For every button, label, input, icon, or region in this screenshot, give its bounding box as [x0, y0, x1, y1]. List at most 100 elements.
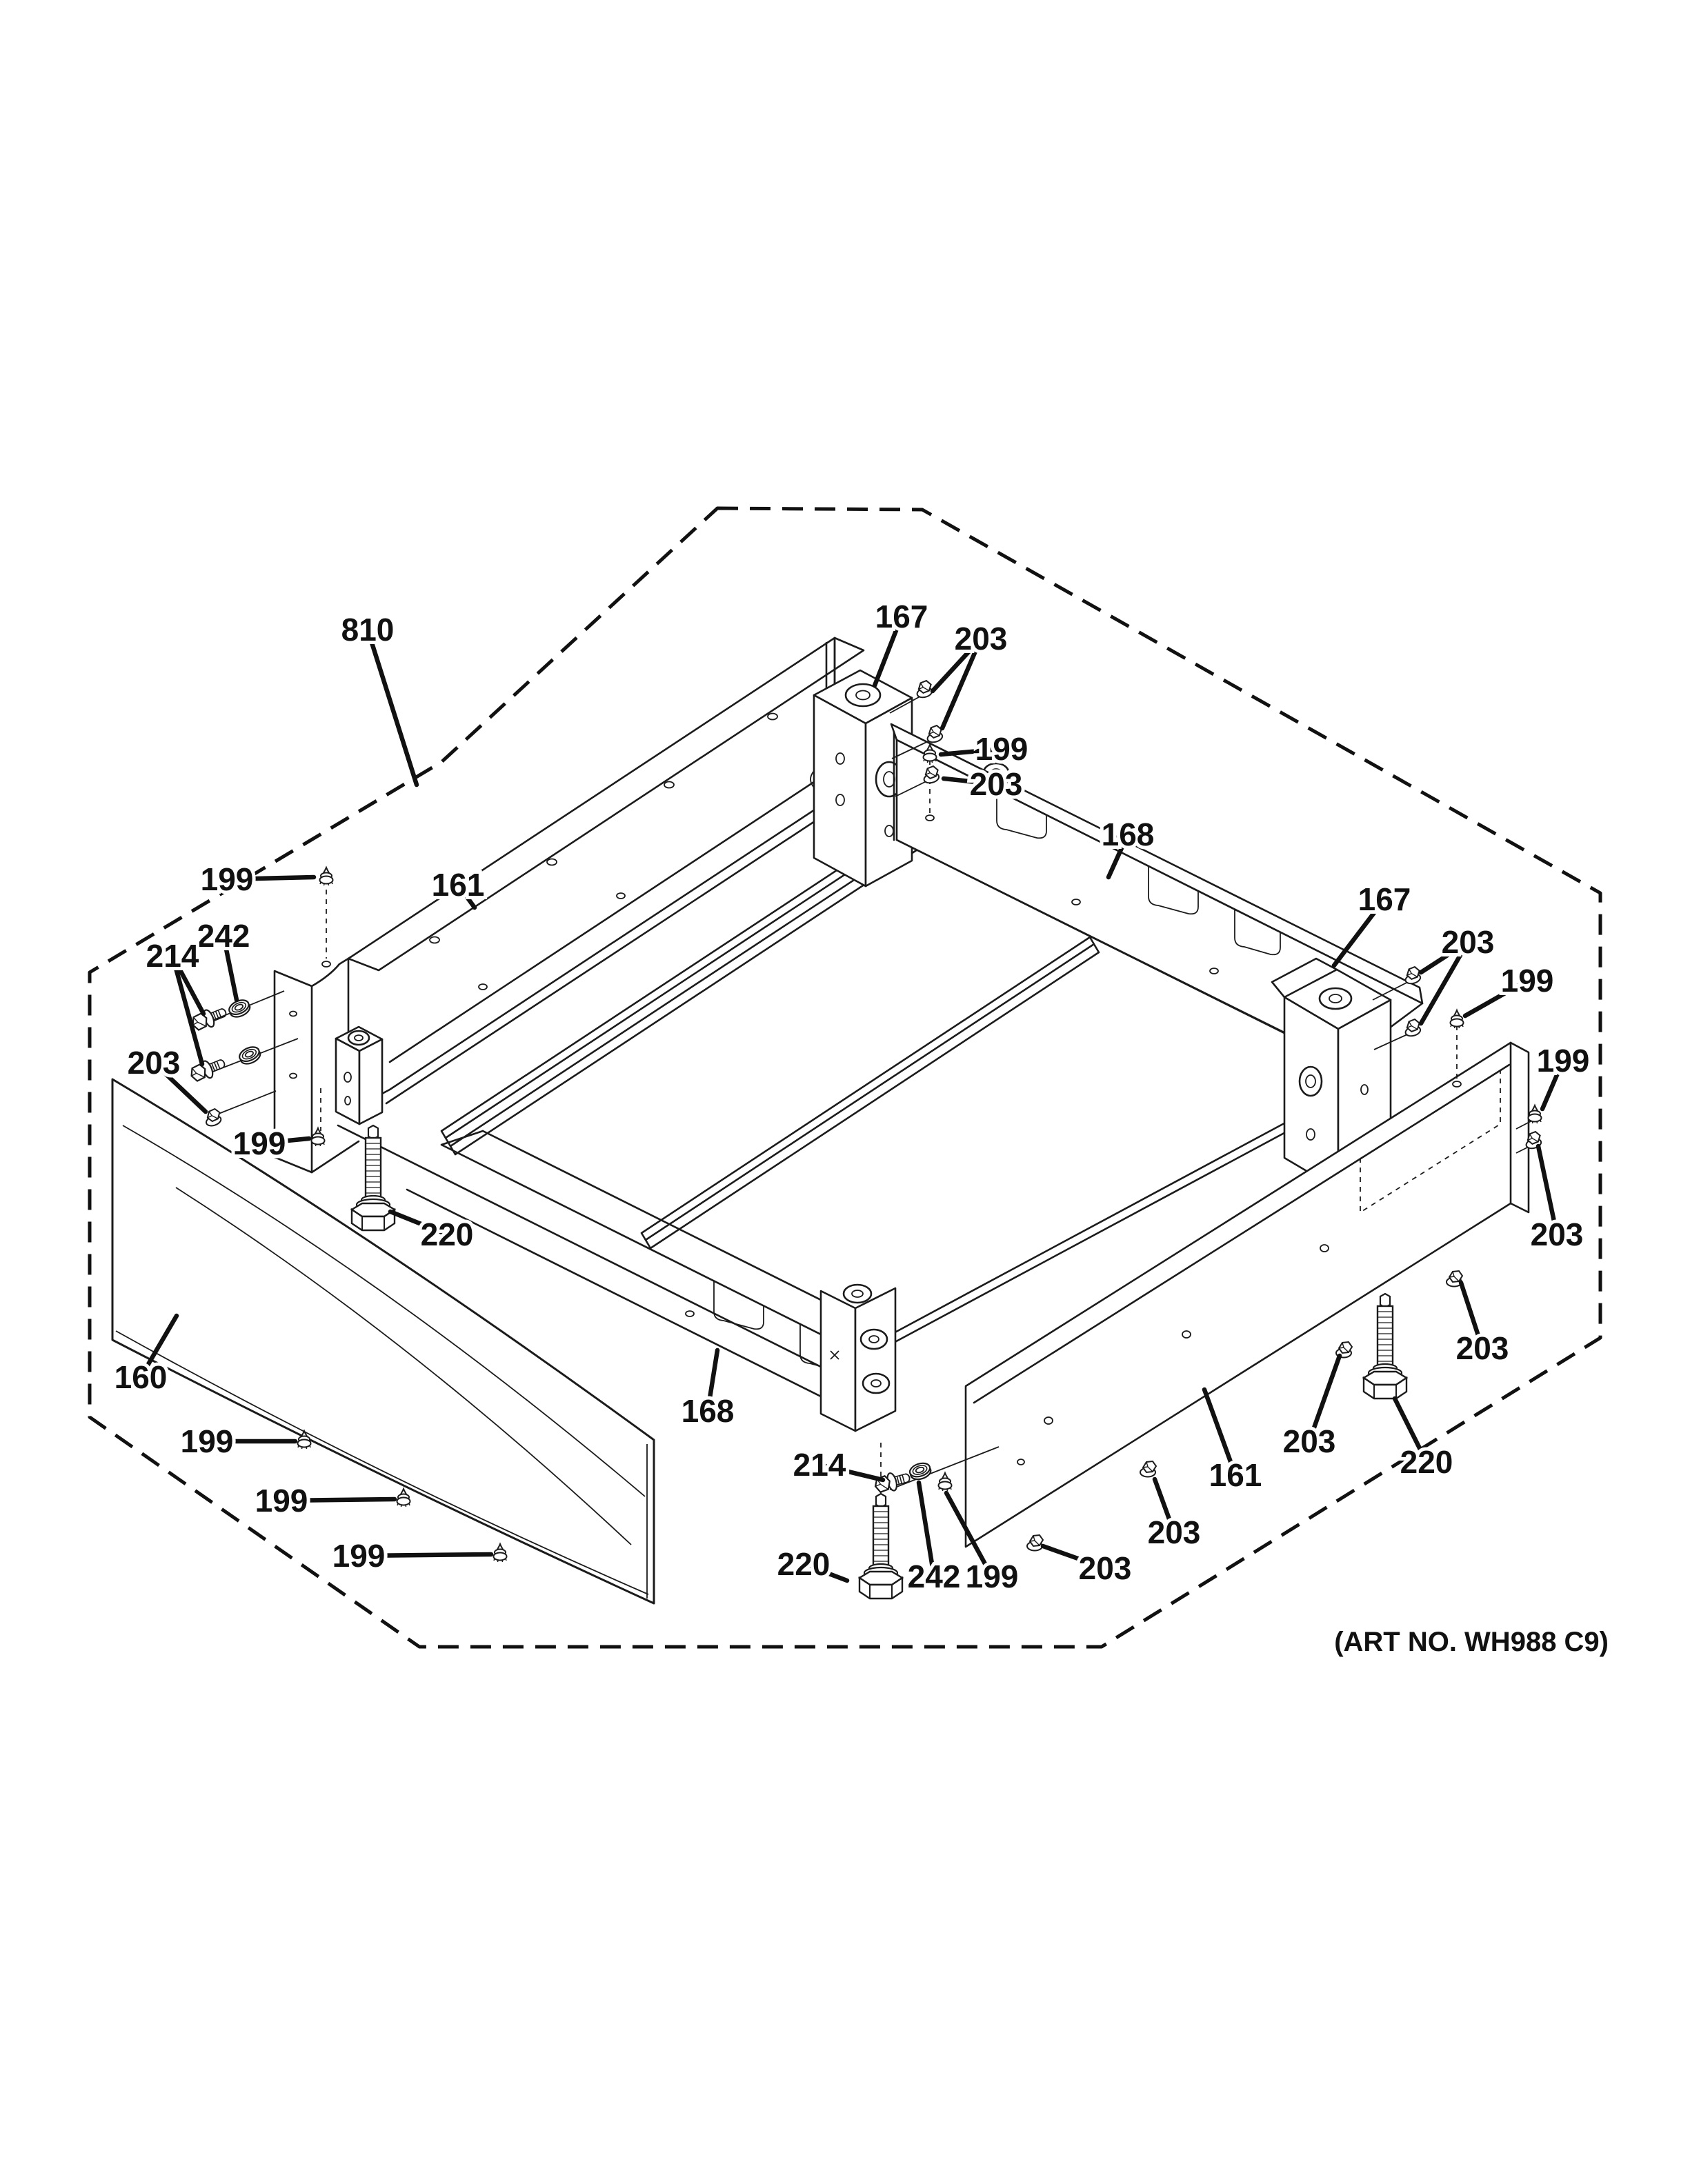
- callout-810-0: 810: [338, 608, 419, 788]
- callout-199-16: 199: [944, 1490, 1022, 1598]
- screw199-glyph: [310, 1128, 326, 1147]
- callout-leader-line: [279, 1496, 397, 1503]
- part-number-label-167: 167: [1358, 881, 1411, 917]
- leveling-leg-glyph: [1362, 1292, 1408, 1400]
- screw203-glyph: [1402, 965, 1423, 986]
- callout-220-32: 220: [1392, 1396, 1456, 1483]
- column-roller1-hole: [868, 1335, 879, 1343]
- screw203-glyph: [1026, 1534, 1044, 1552]
- part-number-label-214: 214: [146, 938, 199, 974]
- callout-leader-line: [1418, 939, 1471, 975]
- screw199-glyph: [937, 1472, 953, 1492]
- bracket-R-front-hole: [1298, 1065, 1323, 1097]
- part-number-label-203: 203: [1283, 1423, 1336, 1459]
- callout-203-26: 203: [1418, 921, 1498, 1026]
- part-number-label-214: 214: [793, 1447, 846, 1483]
- screw199-glyph: [396, 1488, 411, 1507]
- callout-203-18: 203: [1144, 1476, 1204, 1554]
- rail-168R-cutout1: [996, 790, 1047, 839]
- bracket-C-notch: [810, 770, 815, 788]
- bracket-FL-hole2: [344, 1096, 351, 1105]
- callout-leader-line: [138, 1313, 179, 1380]
- slide-rail-left: [440, 825, 919, 1156]
- callout-161-1: 161: [428, 863, 488, 910]
- panel-161R-end-fold: [1509, 1041, 1530, 1214]
- column-boss-hole: [851, 1290, 864, 1298]
- part-number-label-199: 199: [975, 731, 1028, 767]
- panel-161R-hole3: [1320, 1244, 1329, 1252]
- callout-leader-line: [1392, 1396, 1429, 1465]
- art-number: (ART NO. WH988 C9): [1334, 1627, 1609, 1657]
- rail-168F-flange: [481, 1130, 872, 1326]
- callout-leader-line: [151, 1060, 208, 1114]
- bracket-FL-front: [335, 1037, 361, 1125]
- bracket-R-side-hole: [1360, 1084, 1369, 1095]
- part-number-label-203: 203: [1456, 1330, 1509, 1366]
- rail-168F-hole: [685, 1310, 695, 1317]
- callout-167-20: 167: [872, 595, 931, 688]
- part-number-label-242: 242: [908, 1559, 961, 1594]
- axis-bolt-bottom: [889, 1446, 1000, 1490]
- column-boss: [842, 1283, 873, 1304]
- bracket-FL-boss: [347, 1030, 370, 1046]
- callout-168-12: 168: [678, 1348, 737, 1432]
- bracket-FL-boss-hole: [354, 1034, 364, 1041]
- screw203-glyph: [1402, 1017, 1423, 1039]
- screw199-glyph: [1527, 1105, 1542, 1124]
- screw203-glyph: [1140, 1461, 1157, 1478]
- panel-160-sweep2: [175, 1187, 632, 1545]
- callout-leader-line: [1306, 1353, 1342, 1444]
- part-number-label-203: 203: [955, 621, 1008, 657]
- rail-168R-bottom: [895, 839, 1341, 1062]
- screw199-glyph: [319, 867, 334, 886]
- callout-199-27: 199: [1462, 959, 1557, 1019]
- bracket-FL-hole1: [344, 1072, 352, 1083]
- screw203-glyph: [913, 679, 935, 700]
- x-mark-1: [830, 1350, 839, 1360]
- callout-199-22: 199: [938, 728, 1031, 770]
- column-right-face: [854, 1287, 897, 1432]
- bolt214-glyph: [187, 1053, 228, 1085]
- screw199-glyph: [493, 1543, 508, 1563]
- callout-203-23: 203: [941, 763, 1026, 805]
- part-number-label-199: 199: [233, 1125, 286, 1161]
- panel-160-face: [111, 1078, 655, 1605]
- column-roller2: [862, 1372, 891, 1394]
- rail-168F-top: [440, 1130, 872, 1361]
- part-number-label-220: 220: [421, 1216, 474, 1252]
- right-rail-168: [890, 723, 1424, 1063]
- callout-203-29: 203: [1527, 1143, 1587, 1256]
- part-number-label-203: 203: [1148, 1514, 1201, 1550]
- callout-leader-line: [224, 874, 317, 882]
- bracket-R-front-hole2: [1306, 1128, 1315, 1141]
- callout-203-5: 203: [124, 1041, 208, 1114]
- callout-layer: 8101611992422142031992201601991991991682…: [111, 595, 1593, 1598]
- column-roller1: [859, 1328, 888, 1350]
- screw199-glyph: [1449, 1010, 1464, 1029]
- rail-168R-cutout2: [1148, 866, 1199, 915]
- rail-168F-cutout1: [713, 1281, 764, 1330]
- part-number-label-220: 220: [777, 1546, 831, 1582]
- callout-199-28: 199: [1533, 1039, 1593, 1112]
- front-center-column: [819, 1283, 977, 1489]
- part-number-label-810: 810: [341, 612, 395, 648]
- floor-right-edge: [888, 1094, 1338, 1346]
- part-number-label-199: 199: [332, 1538, 386, 1574]
- callout-214-13: 214: [790, 1443, 886, 1486]
- panel-161L-lower-edge: [385, 800, 846, 1105]
- callout-leader-line: [938, 746, 1004, 757]
- callout-199-6: 199: [230, 1122, 312, 1165]
- rail-168R-hole1: [1071, 899, 1081, 905]
- bracket-C-front-hole2: [835, 794, 845, 806]
- callout-leader-line: [1040, 1543, 1108, 1571]
- rail-168R-hole2: [1209, 968, 1219, 974]
- bracket-C-front-hole1: [835, 752, 845, 765]
- panel-161L-end-notch: [310, 957, 360, 1174]
- bracket-R-boss-hole: [1329, 994, 1342, 1003]
- callout-leader-line: [455, 882, 477, 910]
- part-number-label-199: 199: [181, 1423, 234, 1459]
- callout-160-8: 160: [111, 1313, 179, 1399]
- callout-199-9: 199: [177, 1420, 298, 1463]
- bracket-R-front-hole-inner: [1305, 1074, 1316, 1088]
